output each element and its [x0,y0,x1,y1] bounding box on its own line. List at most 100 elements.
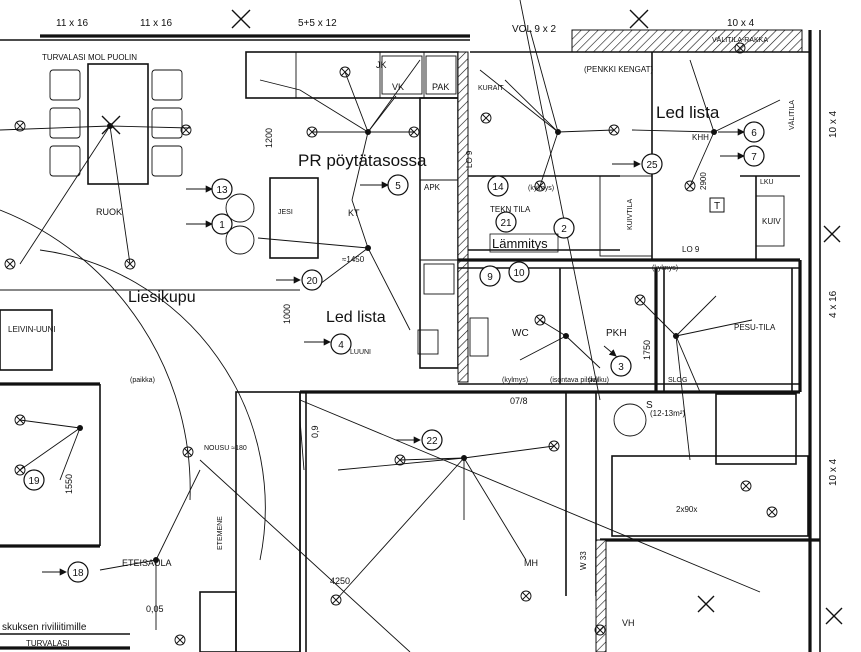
svg-text:TURVALASI MOL PUOLIN: TURVALASI MOL PUOLIN [42,53,137,62]
svg-text:(12-13m²): (12-13m²) [650,409,685,418]
svg-text:PAK: PAK [432,82,449,92]
svg-text:ETEMENE: ETEMENE [217,516,224,550]
svg-text:JESI: JESI [278,209,293,216]
svg-text:KUIV: KUIV [762,217,781,226]
svg-text:≈1450: ≈1450 [342,255,365,264]
circuit-6: 6 [718,121,765,143]
svg-text:21: 21 [500,218,512,229]
svg-text:0,9: 0,9 [310,425,320,438]
svg-text:SLOG: SLOG [668,377,687,384]
svg-text:KURAIT: KURAIT [478,85,504,92]
svg-text:1750: 1750 [642,340,652,360]
svg-text:13: 13 [216,185,228,196]
svg-text:19: 19 [28,476,40,487]
circuit-10: 10 [508,261,530,283]
svg-text:11 x 16: 11 x 16 [140,18,172,29]
svg-text:JK: JK [376,60,387,70]
svg-text:LUUNI: LUUNI [350,349,371,356]
svg-text:18: 18 [72,568,84,579]
svg-text:PKH: PKH [606,328,627,339]
svg-text:KUIVTILA: KUIVTILA [627,199,634,230]
svg-text:WC: WC [512,328,529,339]
svg-text:VK: VK [392,82,404,92]
svg-text:1: 1 [219,220,225,231]
svg-text:Led lista: Led lista [326,309,386,326]
svg-text:5+5 x 12: 5+5 x 12 [298,18,337,29]
outdoor-light-marks [101,9,843,625]
svg-text:PESU-TILA: PESU-TILA [734,323,776,332]
svg-text:10 x 4: 10 x 4 [828,458,839,486]
circuit-4: 4 [304,333,352,355]
svg-text:KT: KT [348,208,360,218]
svg-text:NOUSU ≈180: NOUSU ≈180 [204,445,247,452]
svg-text:1000: 1000 [282,304,292,324]
svg-text:2: 2 [561,224,567,235]
dimension-marks: 1200 1000 ≈1450 1750 4250 1550 2900 07/8… [64,128,708,614]
svg-text:7: 7 [751,152,757,163]
svg-text:6: 6 [751,128,757,139]
circuit-7: 7 [720,145,765,167]
junction-nodes [77,123,717,563]
svg-text:10 x 4: 10 x 4 [727,18,755,29]
svg-text:VOL 9 x 2: VOL 9 x 2 [512,24,557,35]
wiring [0,0,781,652]
svg-text:20: 20 [306,276,318,287]
circuit-T: T [709,197,725,213]
svg-text:LKU: LKU [760,179,774,186]
side-dimensions: 10 x 4 4 x 16 10 x 4 [828,110,839,486]
svg-text:Led lista: Led lista [656,103,720,122]
svg-text:Lämmitys: Lämmitys [492,236,548,251]
svg-text:LEIVIN-UUNI: LEIVIN-UUNI [8,325,56,334]
svg-text:PR pöytätasossa: PR pöytätasossa [298,151,427,170]
svg-text:W 33: W 33 [579,551,588,570]
svg-text:RUOK: RUOK [96,207,122,217]
svg-text:4 x 16: 4 x 16 [828,290,839,318]
svg-text:(kulku): (kulku) [588,377,609,384]
svg-text:VH: VH [622,618,635,628]
circuit-9: 9 [479,265,501,287]
svg-text:S: S [646,400,653,411]
svg-text:APK: APK [424,183,441,192]
svg-text:(kylmys): (kylmys) [502,377,528,384]
svg-text:ETEISAULA: ETEISAULA [122,558,172,568]
svg-text:0,05: 0,05 [146,604,164,614]
circuit-13: 13 [186,178,233,200]
annotation-labels: Led lista PR pöytätasossa Lämmitys Liesi… [128,103,720,326]
circuit-19: 19 [23,469,45,491]
svg-text:25: 25 [646,160,658,171]
svg-text:T: T [714,201,720,212]
svg-text:3: 3 [618,362,624,373]
svg-text:(kylmys): (kylmys) [528,185,554,192]
svg-text:1200: 1200 [264,128,274,148]
svg-text:VÄLITILA-RAKKA: VÄLITILA-RAKKA [712,36,768,44]
circuit-14: 14 [487,175,509,197]
circuit-5: 5 [360,174,409,196]
svg-text:LO 9: LO 9 [682,245,700,254]
svg-text:2900: 2900 [699,172,708,190]
svg-text:4: 4 [338,340,344,351]
svg-text:10 x 4: 10 x 4 [828,110,839,138]
circuit-callouts: 13 1 5 14 21 2 25 [23,121,765,583]
svg-text:TURVALASI: TURVALASI [26,639,70,648]
svg-text:22: 22 [426,436,438,447]
circuit-3: 3 [603,345,632,377]
room-labels: TURVALASI MOL PUOLIN RUOK JK VK PAK KURA… [2,36,796,648]
circuit-22: 22 [396,429,443,451]
svg-text:Liesikupu: Liesikupu [128,289,196,306]
svg-text:(PENKKI KENGAT): (PENKKI KENGAT) [584,65,654,74]
top-dimensions: 11 x 16 11 x 16 5+5 x 12 VOL 9 x 2 10 x … [56,18,755,35]
svg-text:skuksen riviliitimille: skuksen riviliitimille [2,622,87,633]
svg-text:4250: 4250 [330,576,350,586]
circuit-1: 1 [186,213,233,235]
svg-text:07/8: 07/8 [510,396,528,406]
svg-text:5: 5 [395,181,401,192]
circuit-21: 21 [495,211,517,233]
svg-text:VÄLITILA: VÄLITILA [788,100,796,130]
walls [0,29,821,652]
circuit-25: 25 [612,153,663,175]
light-fixtures [4,42,778,646]
svg-text:14: 14 [492,182,504,193]
svg-text:KHH: KHH [692,133,709,142]
svg-text:(kylmys): (kylmys) [652,265,678,272]
